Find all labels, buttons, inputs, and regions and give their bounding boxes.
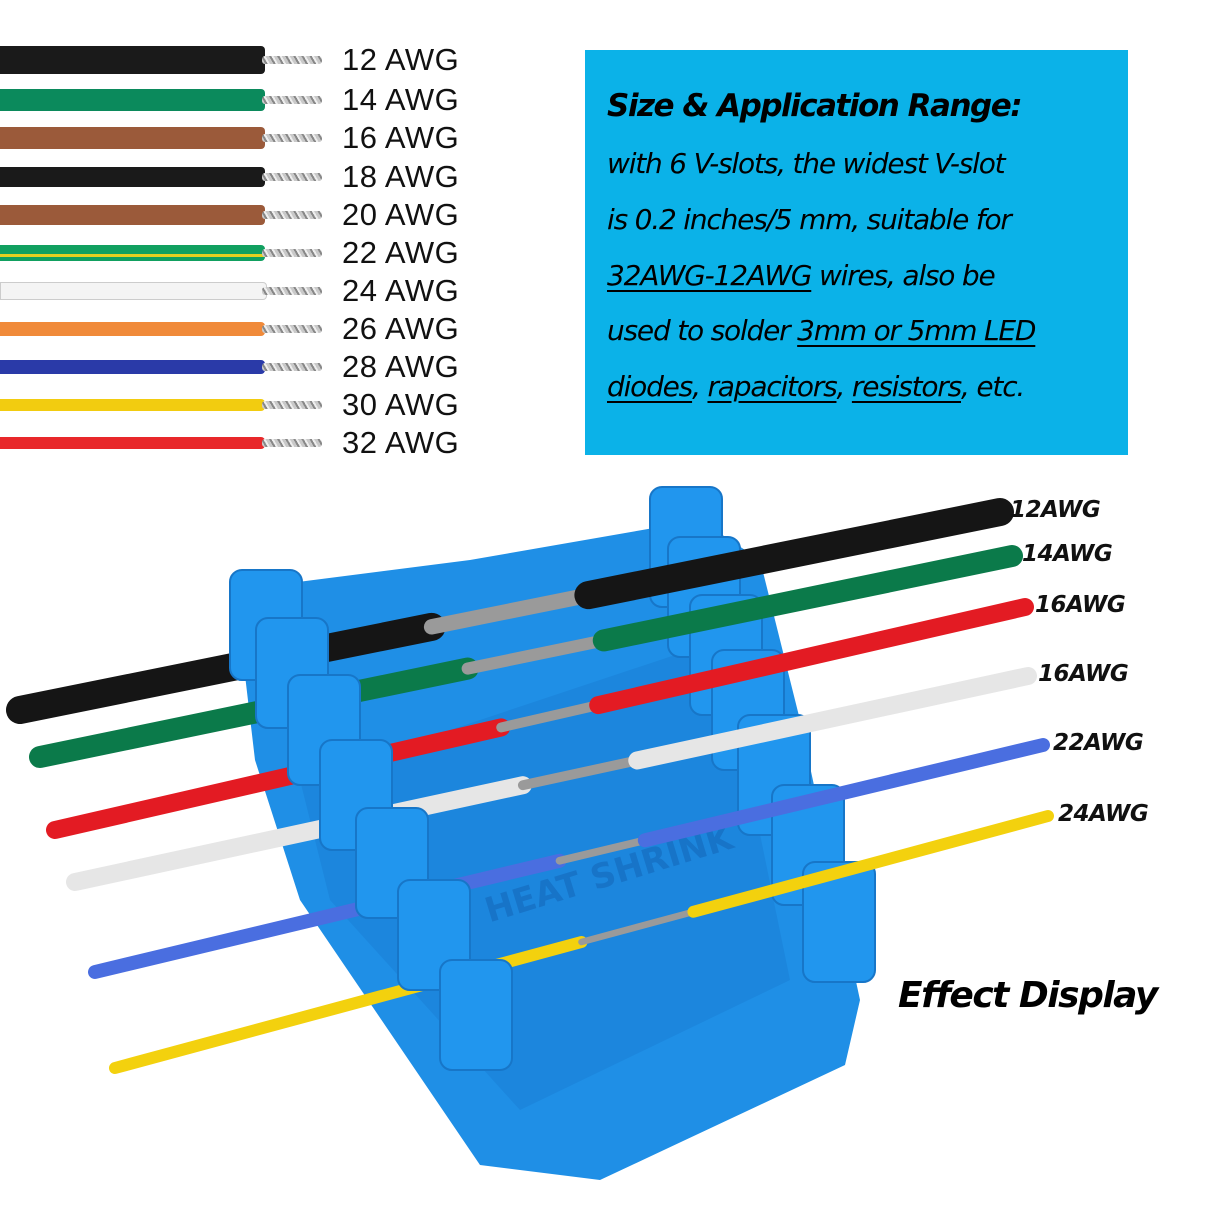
wire-gauge-label: 14 AWG	[342, 82, 460, 117]
info-line-2: is 0.2 inches/5 mm, suitable for	[607, 203, 1012, 236]
demo-wire-label: 12AWG	[1010, 497, 1101, 523]
wire-gauge-label: 12 AWG	[342, 42, 460, 77]
holder-post	[439, 959, 513, 1071]
wire-sample: 14 AWG	[0, 82, 470, 117]
wire-sample: 30 AWG	[0, 387, 470, 422]
led-text: 3mm or 5mm LED	[797, 314, 1036, 347]
wire-gauge-label: 18 AWG	[342, 159, 460, 194]
wire-insulation	[0, 282, 267, 300]
info-line-1: with 6 V-slots, the widest V-slot	[607, 147, 1006, 180]
wire-sample: 26 AWG	[0, 311, 470, 346]
stripped-wire-end	[262, 211, 322, 219]
wire-insulation	[0, 89, 265, 111]
info-text: ,	[692, 370, 708, 403]
stripped-wire-end	[262, 96, 322, 104]
holder-post	[802, 861, 876, 983]
wire-gauge-label: 32 AWG	[342, 425, 460, 460]
stripped-wire-end	[262, 249, 322, 257]
demo-wire	[29, 545, 1023, 768]
stripped-wire-end	[262, 439, 322, 447]
demo-wire	[46, 598, 1034, 839]
wire-sample: 16 AWG	[0, 120, 470, 155]
wire-sample: 18 AWG	[0, 159, 470, 194]
wire-insulation	[0, 167, 265, 187]
wire-gauge-label: 20 AWG	[342, 197, 460, 232]
solder-joint	[578, 908, 697, 946]
wire-gauge-label: 16 AWG	[342, 120, 460, 155]
wire-insulation	[6, 612, 446, 724]
stripped-wire-end	[262, 363, 322, 371]
info-line-5: diodes, rapacitors, resistors, etc.	[607, 370, 1025, 403]
stripped-wire-end	[262, 401, 322, 409]
stripped-wire-end	[262, 325, 322, 333]
diodes-text: diodes	[607, 370, 693, 403]
wire-insulation	[0, 127, 265, 149]
rapacitors-text: rapacitors	[707, 370, 837, 403]
wire-insulation	[687, 810, 1054, 918]
wire-insulation	[592, 545, 1023, 652]
effect-display-caption: Effect Display	[898, 975, 1158, 1016]
solder-joint	[555, 836, 649, 865]
info-title: Size & Application Range:	[607, 88, 1023, 124]
wire-insulation	[46, 718, 511, 839]
soldering-holder-demo: HEAT SHRINK	[6, 486, 1054, 1180]
wire-sample: 24 AWG	[0, 273, 470, 308]
demo-wire-label: 14AWG	[1022, 541, 1113, 567]
wire-gauge-label: 22 AWG	[342, 235, 460, 270]
demo-wire	[66, 667, 1037, 891]
wire-insulation	[0, 205, 265, 225]
wire-insulation	[29, 657, 479, 768]
info-text: , etc.	[961, 370, 1025, 403]
solder-joint	[461, 634, 610, 675]
stripped-wire-end	[262, 173, 322, 181]
demo-wire-label: 22AWG	[1053, 730, 1144, 756]
demo-wire-label: 24AWG	[1058, 801, 1149, 827]
wire-sample: 28 AWG	[0, 349, 470, 384]
info-text: ,	[836, 370, 852, 403]
solder-joint	[496, 700, 604, 733]
size-application-info-box: Size & Application Range: with 6 V-slots…	[585, 50, 1128, 455]
wire-sample: 12 AWG	[0, 42, 470, 77]
wire-insulation	[574, 498, 1014, 610]
holder-posts-left	[229, 569, 513, 1071]
wire-gauge-label: 28 AWG	[342, 349, 460, 384]
demo-wire-label: 16AWG	[1038, 661, 1129, 687]
info-line-4: used to solder 3mm or 5mm LED	[607, 314, 1036, 347]
wire-insulation	[0, 46, 265, 74]
demo-wire	[88, 738, 1050, 979]
wire-insulation	[0, 437, 265, 449]
info-text: used to solder	[607, 314, 798, 347]
wire-sample: 32 AWG	[0, 425, 470, 460]
wire-insulation	[628, 667, 1037, 770]
stripped-wire-end	[262, 287, 322, 295]
demo-wire	[6, 498, 1014, 724]
stripped-wire-end	[262, 56, 322, 64]
solder-joint	[517, 755, 643, 791]
wire-gauge-label: 30 AWG	[342, 387, 460, 422]
resistors-text: resistors	[851, 370, 962, 403]
info-text: wires, also be	[811, 259, 996, 292]
wire-insulation	[0, 399, 265, 411]
wire-insulation	[0, 245, 265, 261]
wire-insulation	[0, 322, 265, 336]
wire-range-text: 32AWG-12AWG	[607, 259, 812, 292]
wire-sample: 20 AWG	[0, 197, 470, 232]
stripped-wire-end	[262, 134, 322, 142]
wire-insulation	[66, 776, 532, 891]
wire-insulation	[637, 738, 1050, 848]
wire-gauge-label: 24 AWG	[342, 273, 460, 308]
solder-joint	[423, 587, 597, 635]
wire-gauge-label: 26 AWG	[342, 311, 460, 346]
wire-insulation	[0, 360, 265, 374]
info-line-3: 32AWG-12AWG wires, also be	[607, 259, 996, 292]
wire-insulation	[589, 598, 1034, 715]
wire-sample: 22 AWG	[0, 235, 470, 270]
demo-wire-label: 16AWG	[1035, 592, 1126, 618]
wire-insulation	[88, 853, 567, 979]
